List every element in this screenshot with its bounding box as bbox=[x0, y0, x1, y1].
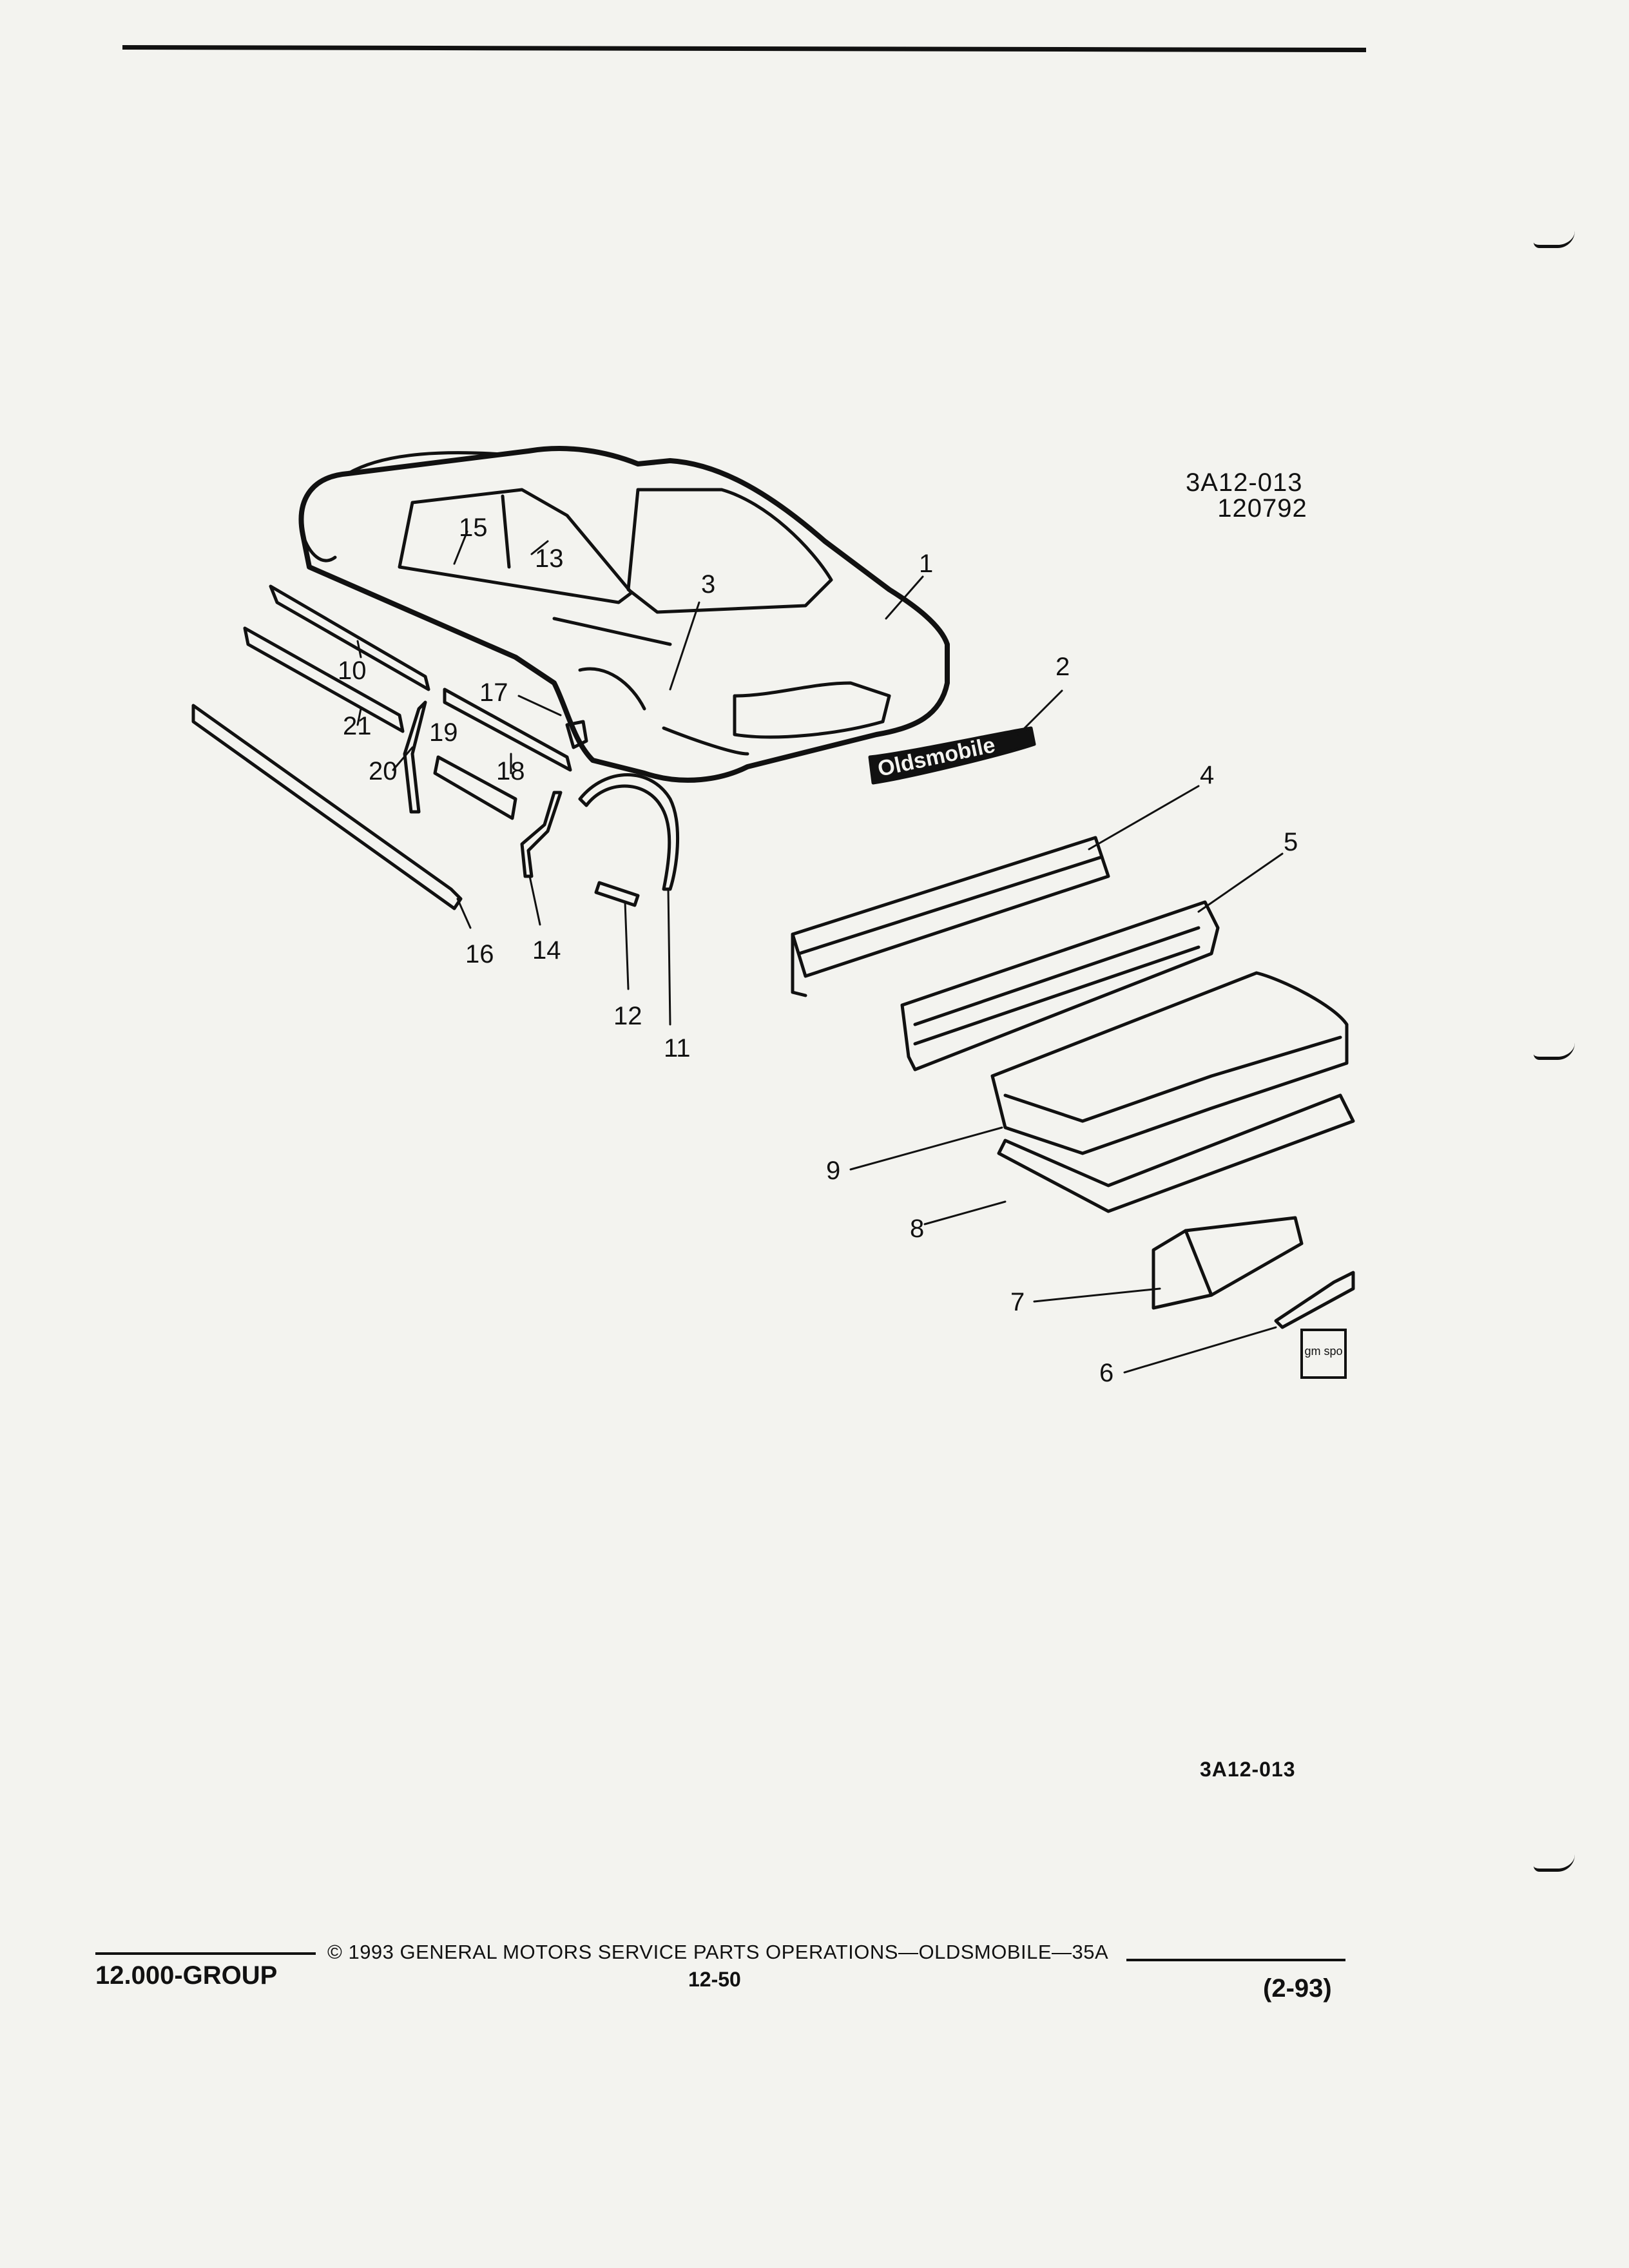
footer-revision: (2-93) bbox=[1263, 1974, 1332, 2003]
callout-2: 2 bbox=[1055, 653, 1070, 681]
callout-11: 11 bbox=[664, 1034, 691, 1062]
bumper-reinforcement-4 bbox=[791, 836, 1110, 997]
footer-rule-left bbox=[95, 1952, 316, 1955]
footer-rule-right bbox=[1126, 1959, 1345, 1961]
callout-15: 15 bbox=[459, 514, 488, 542]
nameplate-12 bbox=[594, 881, 640, 907]
car-body bbox=[298, 446, 950, 783]
molding-17-18 bbox=[443, 687, 572, 772]
figure-code-bottom: 3A12-013 bbox=[1200, 1758, 1296, 1781]
callout-18: 18 bbox=[496, 757, 525, 785]
callout-21: 21 bbox=[343, 712, 372, 740]
callout-14: 14 bbox=[532, 936, 561, 965]
molding-21 bbox=[243, 626, 405, 733]
callout-17: 17 bbox=[479, 678, 508, 707]
callout-9: 9 bbox=[826, 1157, 840, 1185]
callout-6: 6 bbox=[1099, 1359, 1113, 1387]
bumper-seal-8 bbox=[997, 1093, 1355, 1213]
scan-mark bbox=[1534, 1043, 1575, 1060]
callout-10: 10 bbox=[338, 657, 367, 685]
leader-lines bbox=[356, 530, 1284, 1374]
callout-16: 16 bbox=[465, 940, 494, 968]
bumper-fascia-9 bbox=[990, 971, 1349, 1155]
callout-3: 3 bbox=[701, 570, 715, 599]
callout-8: 8 bbox=[910, 1215, 924, 1243]
footer-group: 12.000-GROUP bbox=[95, 1961, 278, 1990]
callout-20: 20 bbox=[369, 757, 398, 785]
energy-absorber-5 bbox=[900, 900, 1220, 1072]
molding-19 bbox=[433, 755, 517, 820]
scan-mark bbox=[1534, 1854, 1575, 1872]
molding-20 bbox=[403, 700, 427, 814]
emblem-2 bbox=[868, 726, 1036, 785]
figure-code: 3A12-013 bbox=[1186, 468, 1303, 497]
callout-5: 5 bbox=[1284, 828, 1298, 856]
wheel-opening-11 bbox=[578, 773, 679, 891]
reflector-6 bbox=[1274, 1271, 1355, 1329]
callout-4: 4 bbox=[1200, 761, 1214, 789]
callout-7: 7 bbox=[1010, 1288, 1025, 1316]
callout-1: 1 bbox=[919, 550, 933, 578]
lamp-7 bbox=[1152, 1216, 1304, 1310]
gm-spo-logo: gm spo bbox=[1300, 1329, 1347, 1379]
emblem-text: Oldsmobile bbox=[876, 733, 998, 782]
wheel-molding-14 bbox=[520, 791, 563, 878]
callout-12: 12 bbox=[613, 1002, 642, 1030]
molding-16 bbox=[191, 704, 463, 910]
callout-13: 13 bbox=[535, 544, 564, 573]
clip-17 bbox=[565, 720, 588, 749]
scan-mark bbox=[1534, 231, 1575, 248]
footer-page-number: 12-50 bbox=[688, 1968, 741, 1991]
footer-copyright: © 1993 GENERAL MOTORS SERVICE PARTS OPER… bbox=[327, 1941, 1109, 1963]
figure-date: 120792 bbox=[1217, 494, 1307, 523]
molding-10 bbox=[269, 584, 430, 691]
callout-19: 19 bbox=[429, 718, 458, 747]
